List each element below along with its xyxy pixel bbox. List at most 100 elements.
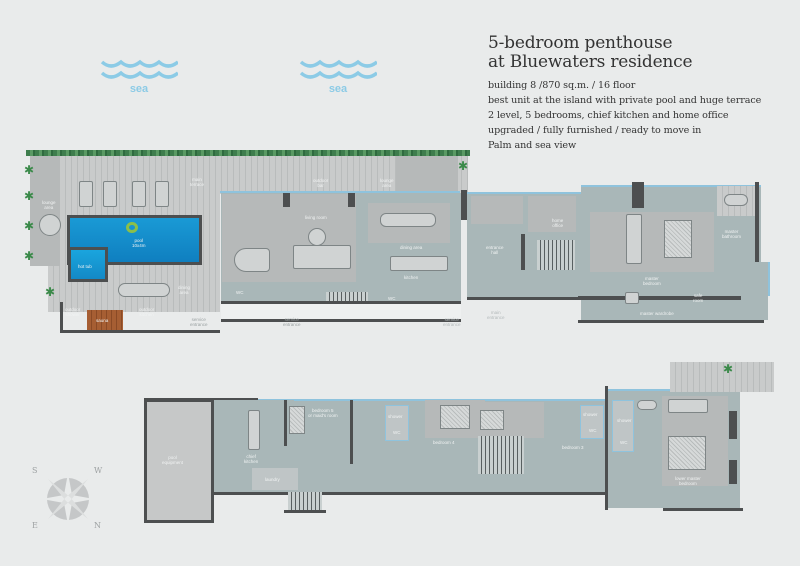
- main-entrance-label: main entrance: [487, 310, 505, 320]
- safe: [625, 292, 639, 304]
- sea-marker-left: sea: [100, 58, 178, 102]
- dining-area-label: dining area: [400, 245, 423, 250]
- service-entrance-label: service entrance: [190, 317, 208, 327]
- title-line-2: at Bluewaters residence: [488, 52, 693, 72]
- master-bathroom-label: master bathroom: [722, 229, 742, 239]
- compass-e: E: [32, 521, 38, 530]
- sun-lounger: [103, 181, 117, 207]
- stair-wall: [521, 234, 525, 270]
- shower-wc-block-2: [580, 405, 604, 439]
- coffee-table: [308, 228, 326, 246]
- service-corridor: [221, 304, 461, 322]
- round-lounge-chair: [39, 214, 61, 236]
- wardrobe-wall-bottom: [578, 320, 764, 323]
- grand-piano: [234, 248, 270, 272]
- compass-rose: S W E N: [30, 466, 106, 532]
- wc-label: WC: [620, 440, 628, 445]
- laundry-room: [252, 468, 298, 490]
- listing-header: 5-bedroom penthouse at Bluewaters reside…: [488, 34, 761, 153]
- plant-icon: ✱: [458, 159, 469, 173]
- sea-marker-right: sea: [299, 58, 377, 102]
- glass-facade: [581, 185, 761, 187]
- sun-lounger: [132, 181, 146, 207]
- partition: [350, 400, 353, 464]
- bed-4: [440, 405, 470, 429]
- safe-room-label: safe room: [693, 293, 704, 303]
- master-bedroom-rug: [590, 212, 714, 272]
- column: [348, 193, 355, 207]
- wc-label: WC: [236, 290, 244, 295]
- listing-details: building 8 /870 sq.m. / 16 floor best un…: [488, 78, 761, 153]
- compass-n: N: [94, 521, 101, 530]
- partition: [284, 400, 287, 446]
- sea-label: sea: [129, 83, 149, 95]
- service-stairs: [326, 292, 368, 302]
- sofa: [293, 245, 351, 269]
- glass-facade: [220, 191, 460, 193]
- home-office-label: home office: [552, 218, 564, 228]
- bed-5: [289, 406, 305, 434]
- chief-kitchen-island: [248, 410, 260, 450]
- lower-master-wall-bottom: [663, 508, 743, 511]
- plant-icon: ✱: [24, 249, 35, 263]
- outdoor-bar-label: outdoor bar: [313, 178, 329, 188]
- master-bed: [664, 220, 692, 258]
- lower-master-bed: [668, 436, 706, 470]
- sun-lounger: [79, 181, 93, 207]
- hall-wall-bottom: [467, 297, 581, 300]
- entrance-hall-label: entrance hall: [486, 245, 504, 255]
- detail-building: building 8 /870 sq.m. / 16 floor: [488, 80, 636, 91]
- detail-best-unit: best unit at the island with private poo…: [488, 95, 762, 106]
- lower-wall-bottom: [214, 492, 614, 495]
- sofa: [668, 399, 708, 413]
- master-bedroom-label: master bedroom: [643, 276, 661, 286]
- glass-facade: [467, 192, 581, 194]
- shower-wc-block-3: [612, 400, 634, 452]
- hedge: [26, 150, 470, 156]
- terrace-wall-bottom: [60, 330, 220, 333]
- plant-icon: ✱: [45, 285, 56, 299]
- detail-condition: upgraded / fully furnished / ready to mo…: [488, 125, 702, 136]
- compass-icon: [42, 473, 94, 525]
- home-office-room: [528, 196, 576, 232]
- shower-wc-block-1: [385, 405, 409, 441]
- lounge-pad-top: [396, 156, 458, 192]
- lower-master-column: [729, 411, 737, 439]
- kitchen-label: kitchen: [404, 275, 419, 280]
- waves-icon: [299, 59, 377, 79]
- lower-stairs: [478, 436, 524, 474]
- master-wardrobe-label: master wardrobe: [640, 311, 674, 316]
- bedroom-5-label: bedroom 5 or maid's room: [308, 408, 338, 418]
- outdoor-shower-label: outdoor shower: [65, 307, 81, 317]
- bedroom-4-label: bedroom 4: [433, 440, 455, 445]
- shower-label: shower: [388, 414, 403, 419]
- plant-icon: ✱: [24, 163, 35, 177]
- upper-floor-plan: pool 10x4m hot tub sauna lounge area mai…: [24, 150, 770, 333]
- pool-equipment-label: pool equipment: [162, 455, 184, 465]
- waves-icon: [100, 59, 178, 79]
- wc-label: WC: [388, 296, 396, 301]
- lower-balcony: [670, 362, 774, 392]
- outdoor-dining-table: [118, 283, 170, 297]
- hot-tub-label: hot tub: [78, 264, 92, 269]
- lounge-pad: [30, 156, 60, 266]
- lower-floor-plan: pool equipment chief kitchen laundry bed…: [0, 340, 800, 566]
- bathtub: [724, 194, 748, 206]
- plant-icon: ✱: [24, 189, 35, 203]
- sauna-label: sauna: [96, 318, 109, 323]
- chief-kitchen-label: chief kitchen: [244, 454, 259, 464]
- pool-float-icon: [126, 222, 138, 233]
- pool-label: pool 10x4m: [132, 238, 146, 248]
- lounge-area-label: lounge area: [42, 200, 56, 210]
- sauna: [87, 310, 123, 330]
- lower-master-column: [729, 460, 737, 484]
- shower-label: shower: [583, 412, 598, 417]
- wc-label: WC: [393, 430, 401, 435]
- compass-s: S: [32, 466, 38, 475]
- detail-view: Palm and sea view: [488, 140, 577, 151]
- main-terrace-label: main terrace: [190, 177, 205, 187]
- stair-enclosure: [284, 510, 326, 513]
- service-wall: [221, 301, 461, 304]
- bathroom-glass: [768, 262, 770, 296]
- kitchen-island: [390, 256, 448, 271]
